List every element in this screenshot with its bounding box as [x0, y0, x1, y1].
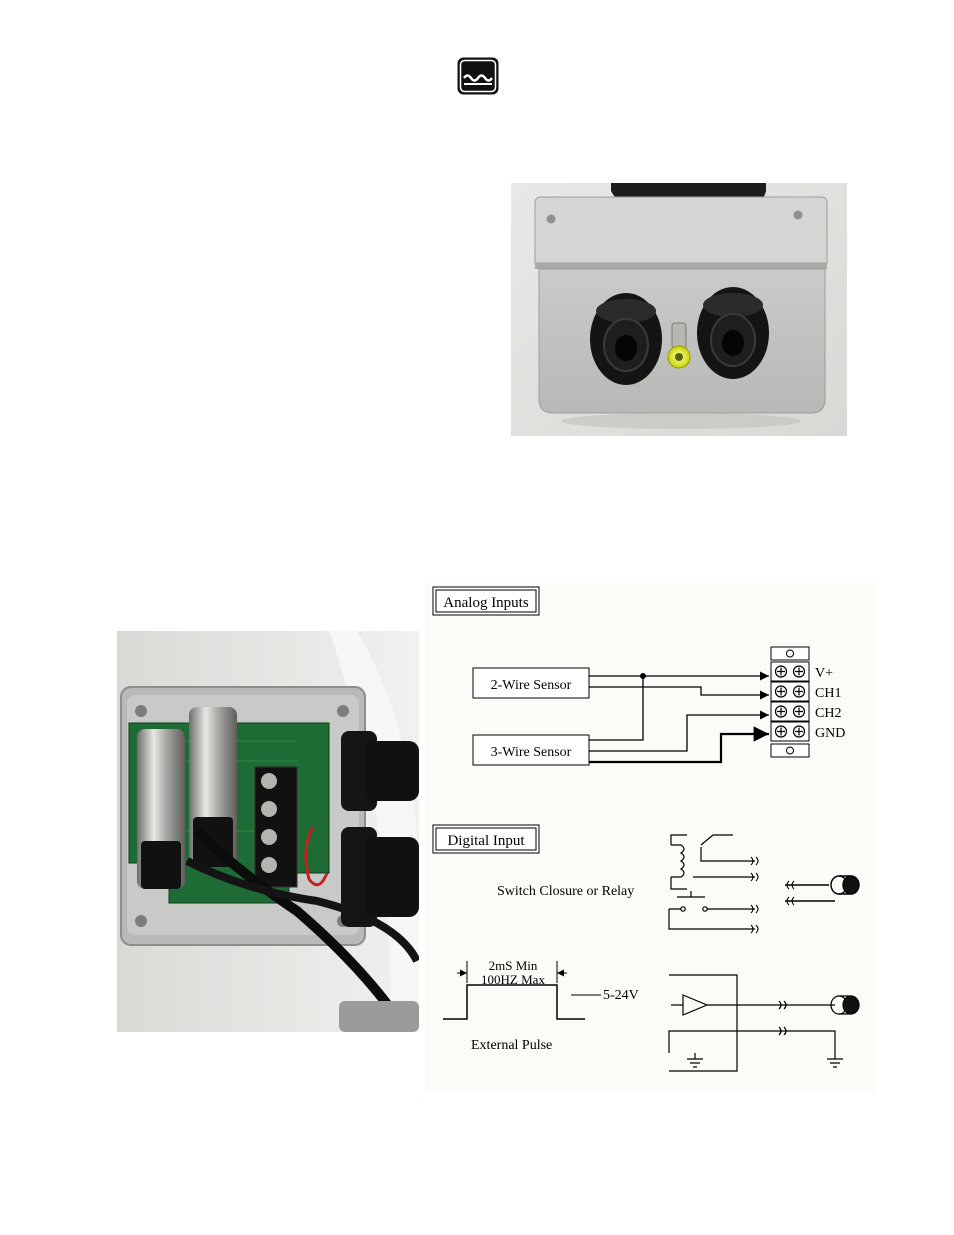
enclosure-photo-interior [117, 631, 419, 1032]
enclosure-photo-exterior [511, 183, 847, 436]
analog-inputs-title: Analog Inputs [433, 587, 539, 615]
wiring-diagram-panel: Analog Inputs 2-Wire Sensor 3-Wire Senso… [425, 583, 876, 1093]
water-waves-icon [456, 56, 500, 96]
svg-text:3-Wire Sensor: 3-Wire Sensor [491, 745, 572, 760]
svg-text:Analog Inputs: Analog Inputs [443, 595, 529, 611]
svg-text:2-Wire Sensor: 2-Wire Sensor [491, 678, 572, 693]
pulse-voltage-label: 5-24V [603, 988, 639, 1003]
sensor-3wire-box: 3-Wire Sensor [473, 735, 589, 765]
sensor-2wire-box: 2-Wire Sensor [473, 668, 589, 698]
pulse-timing-max: 100HZ Max [481, 972, 545, 987]
terminal-label: CH2 [815, 706, 841, 721]
switch-closure-label: Switch Closure or Relay [497, 884, 634, 899]
terminal-label: V+ [815, 666, 833, 681]
terminal-label: GND [815, 726, 845, 741]
svg-text:Digital Input: Digital Input [447, 833, 525, 849]
pulse-timing-min: 2mS Min [489, 958, 538, 973]
external-pulse-label: External Pulse [471, 1038, 552, 1053]
terminal-label: CH1 [815, 686, 841, 701]
digital-input-title: Digital Input [433, 825, 539, 853]
